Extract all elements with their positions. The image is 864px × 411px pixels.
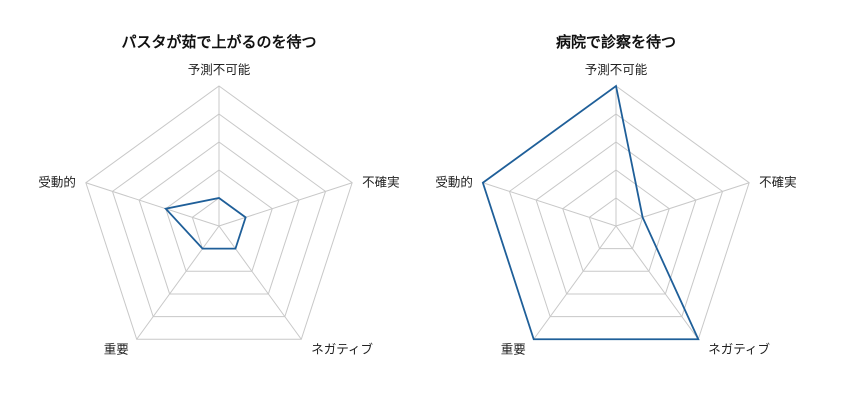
grid-ring-2	[165, 169, 273, 272]
axis-spoke	[85, 182, 220, 227]
grid-ring-4	[508, 113, 724, 318]
grid-ring-2	[562, 169, 670, 272]
axis-spoke	[533, 225, 617, 340]
axis-label: 重要	[104, 341, 129, 356]
axis-spoke	[482, 182, 617, 227]
axis-label: 受動的	[435, 175, 473, 190]
axis-spoke	[615, 182, 750, 227]
series-polygon	[481, 84, 700, 341]
chart-title: パスタが茹で上がるのを待つ	[121, 33, 316, 51]
axis-label: ネガティブ	[708, 341, 770, 356]
axis-label: 不確実	[362, 175, 400, 190]
series-polygon	[163, 197, 247, 250]
axis-label: 重要	[501, 341, 526, 356]
axis-label: 受動的	[38, 175, 76, 190]
axis-label: 不確実	[759, 175, 797, 190]
axis-label: 予測不可能	[188, 62, 251, 77]
axis-label: 予測不可能	[585, 62, 648, 77]
radar-grid	[85, 85, 353, 340]
grid-ring-3	[535, 141, 697, 295]
grid-ring-3	[138, 141, 300, 295]
grid-ring-4	[111, 113, 327, 318]
axis-spoke	[615, 225, 699, 340]
axis-spoke	[136, 225, 220, 340]
axis-spoke	[218, 182, 353, 227]
grid-ring-1	[588, 197, 644, 250]
grid-ring-5	[85, 85, 353, 340]
axis-spoke	[218, 225, 302, 340]
chart-title: 病院で診察を待つ	[556, 33, 676, 51]
radar-grid	[482, 85, 750, 340]
axis-label: ネガティブ	[311, 341, 373, 356]
